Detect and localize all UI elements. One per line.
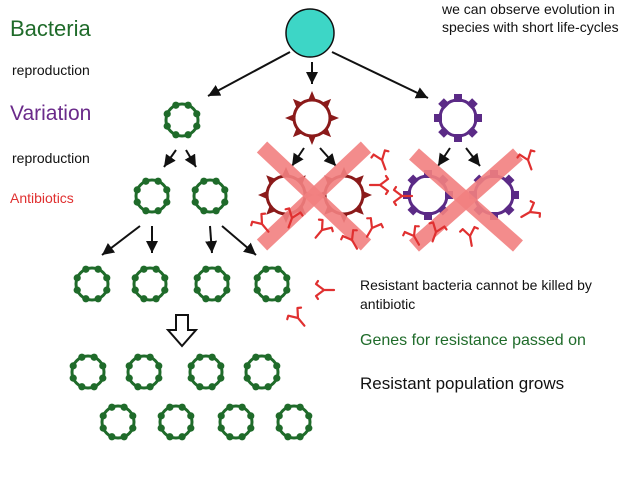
- parent-bacterium: [285, 8, 335, 58]
- hollow-down-arrow: [165, 314, 199, 348]
- purple-variant-gen2a: [403, 170, 453, 220]
- green-bacterium-gen1: [163, 101, 201, 139]
- red-cross: [256, 141, 372, 251]
- population-bacterium: [243, 353, 281, 391]
- arrow-green-1b: [184, 149, 197, 168]
- purple-variant-gen1: [434, 94, 482, 142]
- population-note: Resistant population grows: [360, 374, 565, 393]
- arrow-parent-green: [207, 51, 291, 97]
- evolution-note: we can observe evolution in species with…: [442, 1, 619, 35]
- antibiotic-antibody: [368, 174, 390, 196]
- population-bacterium: [157, 403, 195, 441]
- genes-note: Genes for resistance passed on: [360, 332, 586, 349]
- label-antibiotics: Antibiotics: [10, 190, 74, 206]
- arrow-parent-purple: [331, 51, 429, 99]
- green-bacterium-gen3c: [193, 265, 231, 303]
- population-bacterium: [187, 353, 225, 391]
- title-bacteria: Bacteria: [10, 16, 91, 41]
- arrow-green-1a: [163, 149, 177, 168]
- arrow-red-a: [291, 147, 305, 167]
- antibiotic-antibody: [369, 148, 395, 174]
- population-bacterium: [125, 353, 163, 391]
- antibiotic-antibody: [515, 199, 543, 226]
- arrow-red-b: [319, 147, 337, 167]
- red-variant-gen1: [285, 91, 339, 145]
- antibiotic-antibody: [458, 225, 482, 249]
- arrow-green-2c: [205, 225, 218, 254]
- green-bacterium-gen3a: [73, 265, 111, 303]
- population-bacterium: [217, 403, 255, 441]
- arrow-purple-b: [465, 147, 481, 167]
- antibiotic-antibody: [314, 279, 336, 301]
- label-reproduction-2: reproduction: [12, 150, 90, 166]
- label-reproduction-1: reproduction: [12, 62, 90, 78]
- label-variation: Variation: [10, 102, 92, 125]
- arrow-green-2a: [101, 225, 141, 256]
- purple-cross: [409, 148, 523, 252]
- green-bacterium-gen2a: [133, 177, 171, 215]
- antibiotic-antibody: [307, 216, 336, 245]
- green-bacterium-gen3b: [131, 265, 169, 303]
- population-bacterium: [99, 403, 137, 441]
- green-bacterium-gen3d: [253, 265, 291, 303]
- resistant-note: Resistant bacteria cannot be killed by a…: [360, 277, 592, 312]
- green-bacterium-gen2b: [191, 177, 229, 215]
- population-bacterium: [275, 403, 313, 441]
- antibiotic-antibody: [284, 304, 313, 333]
- arrow-green-2d: [221, 225, 257, 256]
- arrow-purple-a: [437, 147, 451, 167]
- population-bacterium: [69, 353, 107, 391]
